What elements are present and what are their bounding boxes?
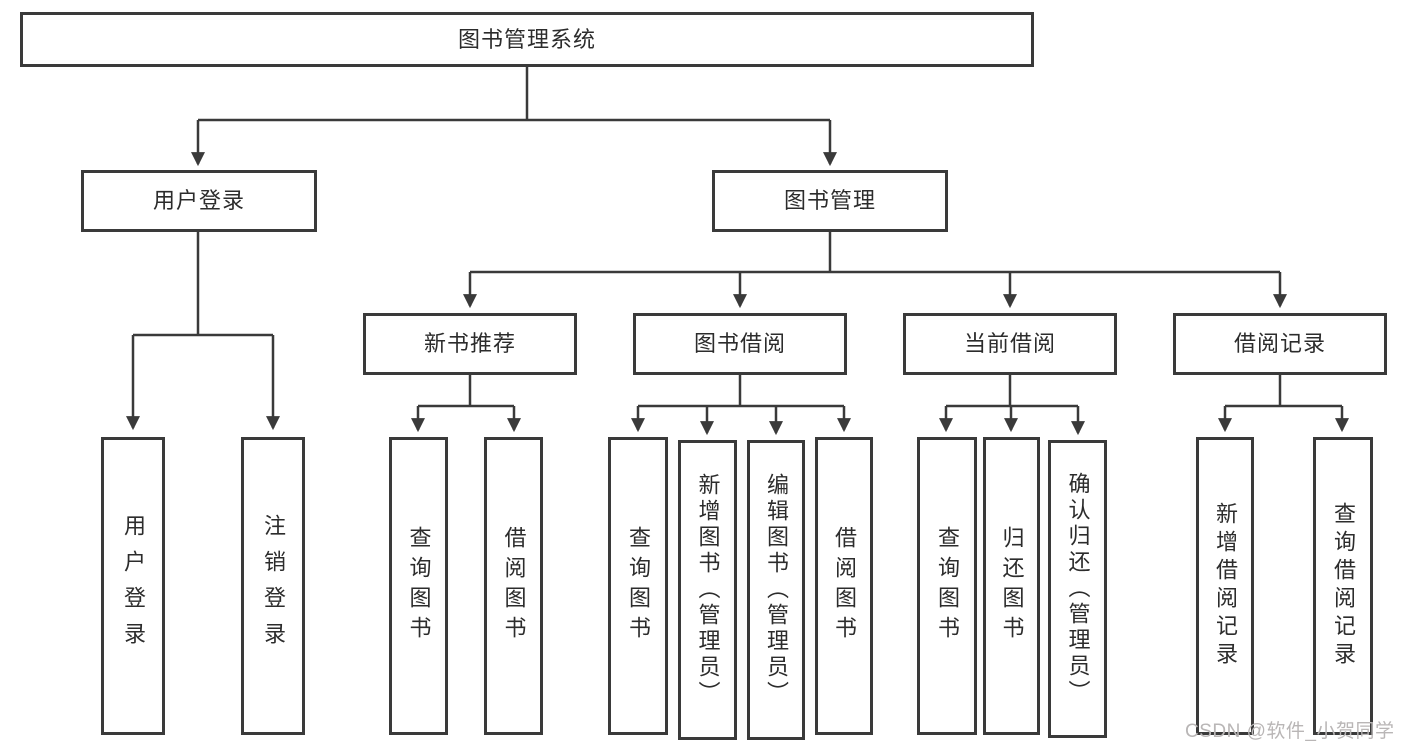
node-user-login: 用户登录 xyxy=(81,170,317,232)
connector-book-management-children xyxy=(463,232,1287,309)
node-new-book-recommend-label: 新书推荐 xyxy=(423,331,516,356)
leaf-borrow-books: 借阅图书 xyxy=(815,437,873,735)
connector-new-book-recommend-children xyxy=(411,375,521,433)
connector-book-borrow-children xyxy=(631,375,851,436)
node-borrow-records-label: 借阅记录 xyxy=(1233,331,1326,356)
leaf-borrow-books-recommend: 借阅图书 xyxy=(484,437,543,735)
leaf-logout-label: 注销登录 xyxy=(261,514,286,658)
connector-current-borrow-children xyxy=(939,375,1085,436)
node-book-management-label: 图书管理 xyxy=(783,188,876,213)
leaf-query-borrow-record-label: 查询借阅记录 xyxy=(1331,502,1356,670)
leaf-borrow-books-label: 借阅图书 xyxy=(832,526,857,646)
connector-user-login-children xyxy=(126,232,280,431)
node-book-borrow-label: 图书借阅 xyxy=(693,331,786,356)
connector-borrow-records-children xyxy=(1218,375,1349,433)
leaf-user-login: 用户登录 xyxy=(101,437,165,735)
leaf-query-books-current-label: 查询图书 xyxy=(935,526,960,646)
leaf-add-borrow-record-label: 新增借阅记录 xyxy=(1213,502,1238,670)
node-book-management: 图书管理 xyxy=(712,170,948,232)
leaf-confirm-return-admin-label: 确认归还（管理员） xyxy=(1065,472,1091,706)
leaf-query-books-borrow: 查询图书 xyxy=(608,437,668,735)
node-book-borrow: 图书借阅 xyxy=(633,313,847,375)
leaf-query-books-recommend-label: 查询图书 xyxy=(406,526,432,646)
leaf-edit-book-admin-label: 编辑图书（管理员） xyxy=(764,473,789,707)
leaf-user-login-label: 用户登录 xyxy=(121,514,146,658)
leaf-borrow-books-recommend-label: 借阅图书 xyxy=(501,526,527,646)
leaf-query-books-current: 查询图书 xyxy=(917,437,977,735)
leaf-return-book-label: 归还图书 xyxy=(999,526,1025,646)
csdn-watermark: CSDN @软件_小贺同学 xyxy=(1185,721,1395,742)
connector-root-to-level2 xyxy=(191,66,837,167)
node-new-book-recommend: 新书推荐 xyxy=(363,313,577,375)
leaf-add-borrow-record: 新增借阅记录 xyxy=(1196,437,1254,735)
node-current-borrow: 当前借阅 xyxy=(903,313,1117,375)
leaf-query-books-borrow-label: 查询图书 xyxy=(626,526,651,646)
node-library-system-label: 图书管理系统 xyxy=(457,26,596,52)
node-borrow-records: 借阅记录 xyxy=(1173,313,1387,375)
node-user-login-label: 用户登录 xyxy=(152,188,245,213)
node-library-system: 图书管理系统 xyxy=(20,12,1034,67)
leaf-edit-book-admin: 编辑图书（管理员） xyxy=(747,440,805,740)
leaf-query-books-recommend: 查询图书 xyxy=(389,437,448,735)
node-current-borrow-label: 当前借阅 xyxy=(963,331,1056,356)
leaf-confirm-return-admin: 确认归还（管理员） xyxy=(1048,440,1107,738)
leaf-add-book-admin: 新增图书（管理员） xyxy=(678,440,737,740)
leaf-logout: 注销登录 xyxy=(241,437,305,735)
leaf-query-borrow-record: 查询借阅记录 xyxy=(1313,437,1373,735)
leaf-return-book: 归还图书 xyxy=(983,437,1040,735)
leaf-add-book-admin-label: 新增图书（管理员） xyxy=(695,473,721,707)
